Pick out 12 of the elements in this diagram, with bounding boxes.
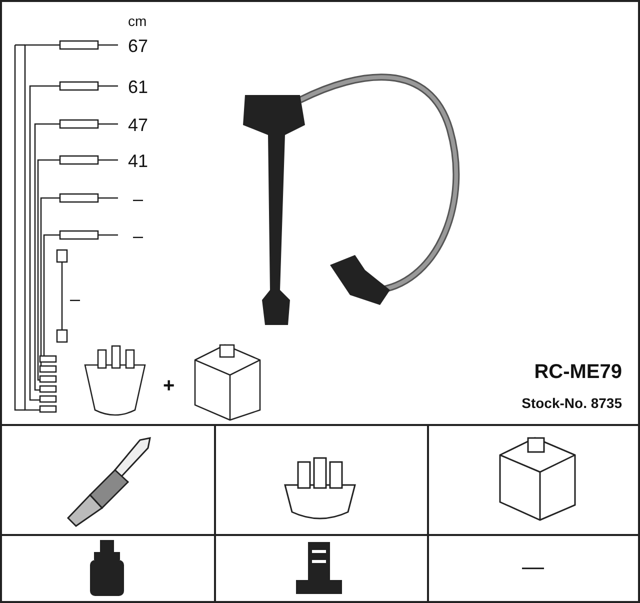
not-applicable-dash: — bbox=[522, 556, 544, 578]
length-label: – bbox=[133, 227, 144, 245]
part-number: RC-ME79 bbox=[534, 362, 622, 382]
length-label: 47 bbox=[128, 116, 148, 134]
length-label: – bbox=[70, 290, 80, 308]
length-label: 61 bbox=[128, 78, 148, 96]
unit-label: cm bbox=[128, 14, 147, 28]
length-label: – bbox=[133, 190, 144, 208]
length-label: 41 bbox=[128, 152, 148, 170]
plus-sign: + bbox=[163, 376, 175, 396]
length-label: 67 bbox=[128, 37, 148, 55]
stock-number: Stock-No. 8735 bbox=[522, 396, 622, 410]
